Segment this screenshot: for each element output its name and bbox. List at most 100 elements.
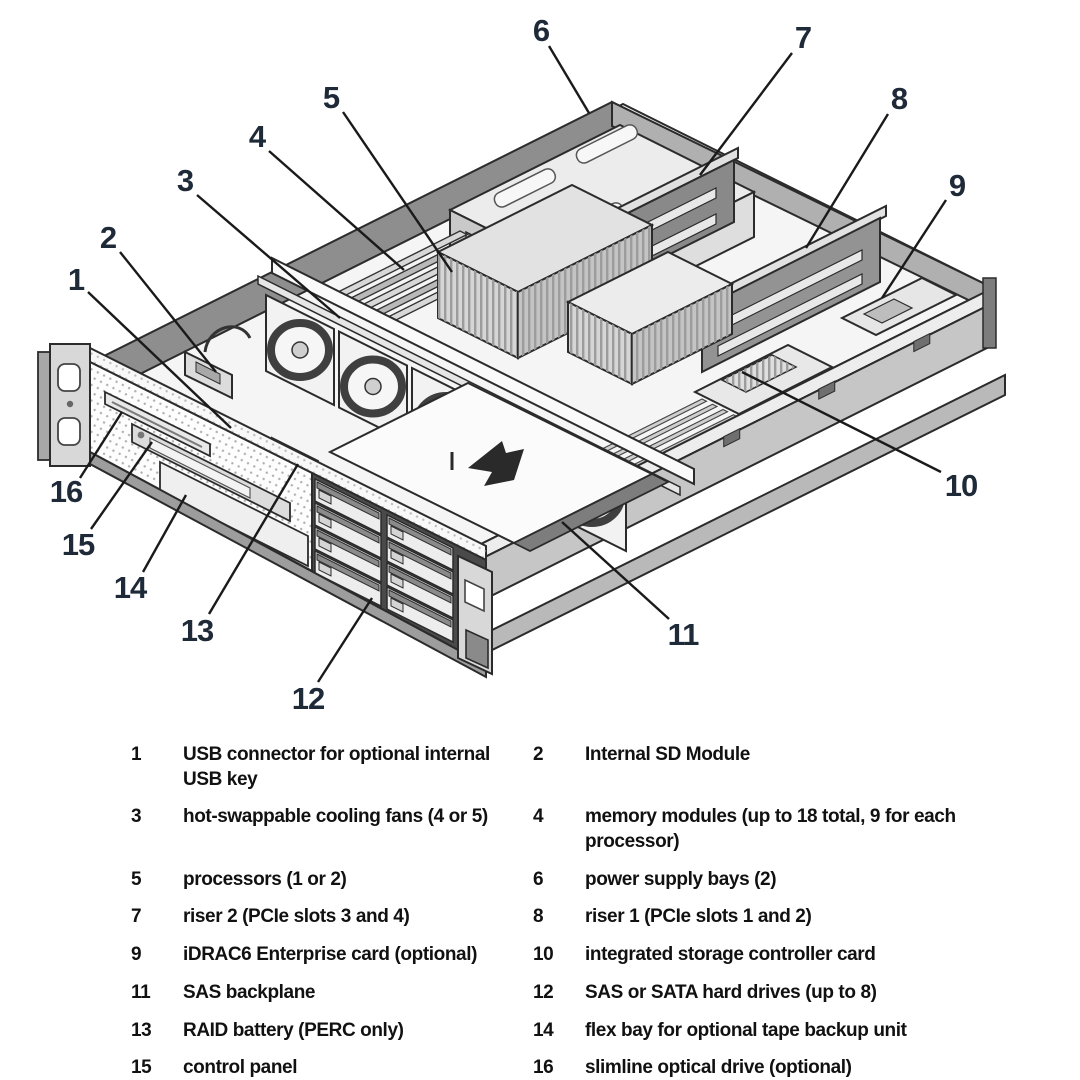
legend-item-label: Internal SD Module <box>585 744 750 765</box>
legend-item-number: 6 <box>533 868 544 890</box>
hard-drive <box>314 501 382 560</box>
legend-item-label: riser 1 (PCIe slots 1 and 2) <box>585 906 812 928</box>
legend-item-label: slimline optical drive (optional) <box>585 1057 852 1079</box>
riser-1 <box>697 204 887 374</box>
callout-number: 12 <box>292 681 324 716</box>
callout-leader-line <box>880 199 948 299</box>
hard-drive <box>386 585 454 644</box>
callout-number: 13 <box>181 613 214 648</box>
internal-sd-module <box>184 325 252 400</box>
legend-item-number: 2 <box>533 744 544 765</box>
front-bezel <box>89 360 313 573</box>
callout-number: 2 <box>100 220 116 255</box>
hard-drive <box>314 477 382 536</box>
callout-number: 16 <box>50 474 83 509</box>
legend-item-label: SAS backplane <box>183 981 316 1003</box>
hard-drive <box>314 549 382 608</box>
hard-drive <box>386 537 454 596</box>
callout-leader-line <box>196 194 341 319</box>
callout-number: 10 <box>945 468 977 503</box>
legend-item-label: flex bay for optional tape backup unit <box>585 1019 907 1041</box>
legend-row: 7 riser 2 (PCIe slots 3 and 4) 8 riser 1 (P… <box>131 905 1046 930</box>
callout-leader-line <box>561 521 670 620</box>
legend-item-label: RAID battery (PERC only) <box>183 1019 404 1041</box>
legend-item-number: 16 <box>533 1057 554 1079</box>
callout-number: 11 <box>668 617 700 652</box>
callout-number: 15 <box>62 527 95 562</box>
callout-leader-line <box>141 494 188 573</box>
legend-item-label: memory modules (up to 18 total, 9 for ea… <box>585 806 956 853</box>
legend-row: 15 control panel 16 slimline optical drive … <box>131 1056 1046 1080</box>
callout-10: 10 <box>741 370 978 503</box>
callout-12: 12 <box>292 597 374 716</box>
rail-clip <box>913 332 931 353</box>
legend-item-number: 4 <box>533 806 544 828</box>
legend-item-number: 1 <box>131 744 142 765</box>
legend-item-number: 8 <box>533 906 544 928</box>
processor-heatsink-2 <box>565 250 735 386</box>
legend-item-label: processors (1 or 2) <box>183 868 347 890</box>
legend-item-number: 13 <box>131 1019 152 1041</box>
legend-item-number: 9 <box>131 944 142 966</box>
callout-15: 15 <box>62 441 153 562</box>
callout-11: 11 <box>561 521 700 652</box>
callout-7: 7 <box>699 20 812 176</box>
callout-leader-line <box>547 45 591 114</box>
legend-item-label: SAS or SATA hard drives (up to 8) <box>585 981 877 1003</box>
legend-item-label: USB connector for optional internal USB … <box>183 744 490 790</box>
callout-14: 14 <box>114 494 188 605</box>
cover-arrow-icon <box>468 441 524 486</box>
callout-leader-line <box>78 411 124 479</box>
callout-16: 16 <box>50 411 124 509</box>
hard-drive <box>386 561 454 620</box>
optical-drive-slot <box>104 390 211 458</box>
callout-leader-line <box>268 150 405 271</box>
callout-number: 6 <box>533 13 550 48</box>
callout-leader-line <box>90 441 153 530</box>
idrac-card <box>839 276 959 337</box>
callout-leader-line <box>316 597 374 683</box>
left-rack-ear <box>37 343 91 467</box>
right-rack-ear <box>457 554 493 676</box>
callout-6: 6 <box>533 13 591 114</box>
control-panel <box>131 422 291 523</box>
callout-8: 8 <box>804 81 909 249</box>
legend-item-number: 3 <box>131 806 142 828</box>
legend-item-label: control panel <box>183 1057 298 1079</box>
legend-item-label: iDRAC6 Enterprise card (optional) <box>183 944 478 966</box>
legend-row: 1 USB connector for optional internal USB… <box>131 743 1046 792</box>
callout-4: 4 <box>249 119 405 271</box>
callout-3: 3 <box>177 163 341 319</box>
processor-heatsink-1 <box>435 183 655 360</box>
legend-item-number: 12 <box>533 981 554 1003</box>
legend-item-number: 5 <box>131 868 142 890</box>
callout-leader-line <box>342 111 453 273</box>
callout-leader-line <box>119 251 217 373</box>
callout-number: 5 <box>323 80 340 115</box>
sas-backplane <box>511 472 671 553</box>
callout-1: 1 <box>68 262 232 429</box>
callout-leader-line <box>741 370 942 474</box>
legend-item-number: 15 <box>131 1057 152 1079</box>
legend-item-number: 7 <box>131 906 142 928</box>
callout-number: 14 <box>114 570 148 605</box>
callout-number: 7 <box>795 20 811 55</box>
legend-item-label: riser 2 (PCIe slots 3 and 4) <box>183 906 410 928</box>
callout-leader-line <box>87 291 232 429</box>
storage-controller-card <box>692 343 835 416</box>
callout-number: 8 <box>891 81 908 116</box>
callout-2: 2 <box>100 220 217 373</box>
callout-leader-line <box>804 113 890 249</box>
hard-drive <box>386 513 454 572</box>
fan <box>338 329 408 444</box>
callout-5: 5 <box>323 80 453 273</box>
